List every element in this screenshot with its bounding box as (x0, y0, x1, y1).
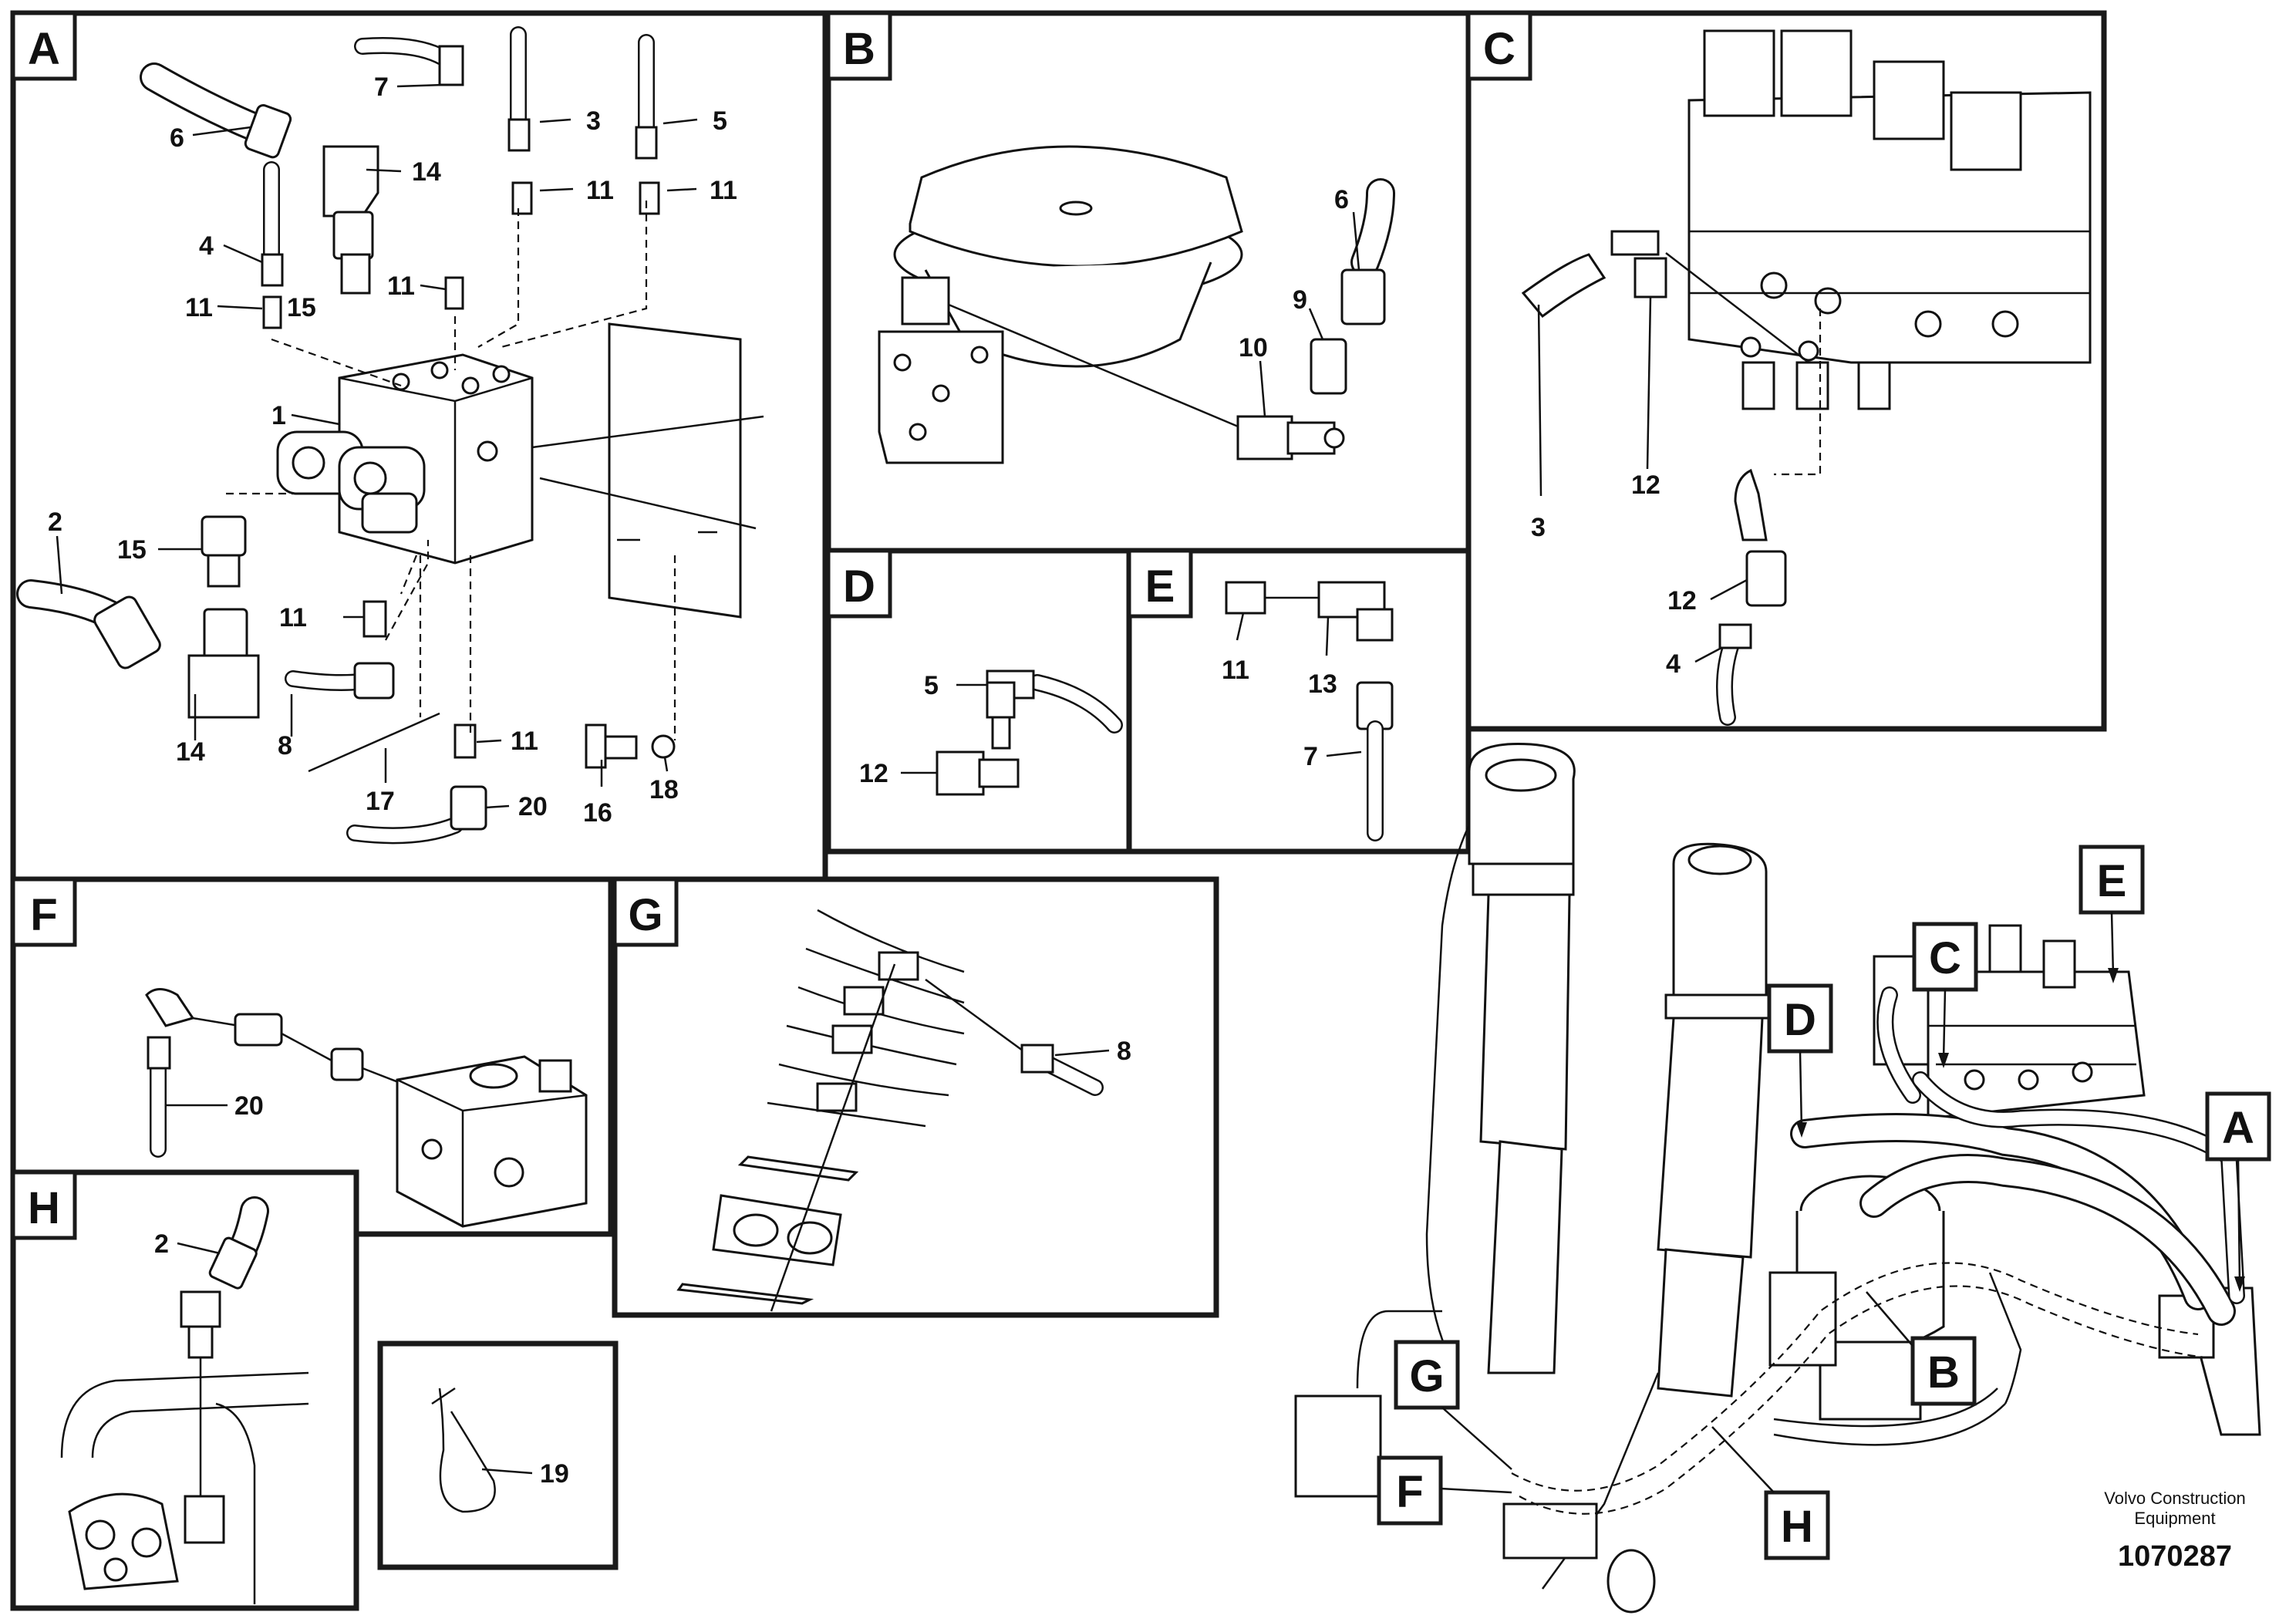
panel-a-label: A (28, 24, 60, 74)
panel-d-label: D (843, 561, 875, 612)
callout-e-2: 13 (1308, 669, 1337, 699)
overview-marker-f: F (1396, 1467, 1423, 1517)
callout-f-1: 20 (234, 1091, 264, 1121)
panel-e: E (1126, 548, 1472, 855)
callout-c-3: 12 (1667, 586, 1697, 615)
brand-line-2: Equipment (2134, 1509, 2215, 1528)
callout-a-14: 15 (117, 535, 147, 565)
callout-clamp-1: 19 (540, 1459, 569, 1489)
overview-marker-b: B (1927, 1347, 1960, 1398)
overview-marker-h: H (1781, 1502, 1813, 1552)
callout-a-17: 8 (278, 731, 292, 760)
callout-a-2: 3 (586, 106, 601, 136)
callout-a-1: 7 (374, 73, 389, 102)
panel-c: C (1465, 10, 2107, 732)
figure-number: 1070287 (2118, 1540, 2232, 1573)
callout-c-4: 4 (1666, 649, 1681, 679)
callout-a-19: 11 (511, 727, 538, 756)
panel-h-label: H (28, 1183, 60, 1233)
callout-a-10: 15 (287, 293, 316, 322)
overview-marker-c: C (1929, 933, 1961, 983)
panel-h-callouts: 2 (154, 1229, 221, 1259)
clamp-detail (377, 1340, 619, 1570)
callout-a-12: 1 (271, 401, 286, 430)
panel-b-label: B (843, 24, 875, 74)
panel-d: D (825, 548, 1132, 855)
panel-g-callouts: 8 (1054, 1037, 1131, 1066)
callout-d-2: 12 (859, 759, 888, 788)
panel-c-label: C (1483, 24, 1515, 74)
brand-line-1: Volvo Construction (2104, 1489, 2245, 1508)
callout-a-4: 6 (170, 123, 184, 153)
panel-f-label: F (30, 890, 57, 940)
overview-marker-g: G (1409, 1351, 1444, 1401)
callout-c-2: 12 (1631, 470, 1660, 500)
callout-a-21: 16 (583, 798, 612, 828)
callout-a-22: 18 (649, 775, 679, 804)
callout-g-1: 8 (1117, 1037, 1131, 1066)
overview-marker-e: E (2097, 856, 2127, 906)
callout-c-1: 3 (1531, 513, 1546, 542)
panel-g-label: G (628, 890, 663, 940)
callout-b-2: 9 (1293, 285, 1307, 315)
panel-b-callouts: 6 9 10 (1239, 185, 1360, 417)
callout-a-15: 11 (279, 603, 307, 632)
callout-b-3: 10 (1239, 333, 1268, 363)
panel-g: G (612, 876, 1219, 1318)
callout-d-1: 5 (924, 671, 939, 700)
panel-e-label: E (1145, 561, 1175, 612)
callout-a-6: 11 (586, 176, 614, 205)
callout-a-8: 4 (199, 231, 214, 261)
panel-d-callouts: 5 12 (859, 671, 987, 788)
callout-e-1: 11 (1222, 656, 1249, 685)
callout-e-3: 7 (1303, 742, 1318, 771)
panel-c-callouts: 3 12 12 4 (1531, 296, 1748, 679)
callout-h-1: 2 (154, 1229, 169, 1259)
machine-overview (1294, 742, 2261, 1614)
callout-a-20: 20 (518, 792, 548, 821)
panel-a: A (10, 10, 828, 882)
callout-a-11: 11 (387, 271, 415, 301)
callout-a-16: 14 (176, 737, 205, 767)
panel-a-callouts: 7 3 5 6 14 11 11 4 11 15 11 1 2 15 11 14… (48, 73, 737, 828)
callout-a-7: 11 (710, 176, 737, 205)
callout-a-13: 2 (48, 508, 62, 537)
overview-marker-d: D (1784, 995, 1816, 1045)
callout-a-9: 11 (185, 293, 213, 322)
panel-b: B (825, 10, 1472, 554)
callout-a-18: 17 (366, 787, 395, 816)
panel-e-callouts: 11 13 7 (1222, 612, 1362, 771)
clamp-callouts: 19 (481, 1459, 569, 1489)
overview-marker-a: A (2222, 1103, 2254, 1153)
figure-footer: Volvo Construction Equipment 1070287 (2104, 1489, 2245, 1573)
callout-b-1: 6 (1334, 185, 1349, 214)
callout-a-3: 5 (713, 106, 727, 136)
callout-a-5: 14 (412, 157, 441, 187)
panel-f-callouts: 20 (166, 1091, 264, 1121)
panel-h: H (10, 1169, 359, 1611)
overview-markers: E C D A B G F H (1377, 845, 2271, 1560)
